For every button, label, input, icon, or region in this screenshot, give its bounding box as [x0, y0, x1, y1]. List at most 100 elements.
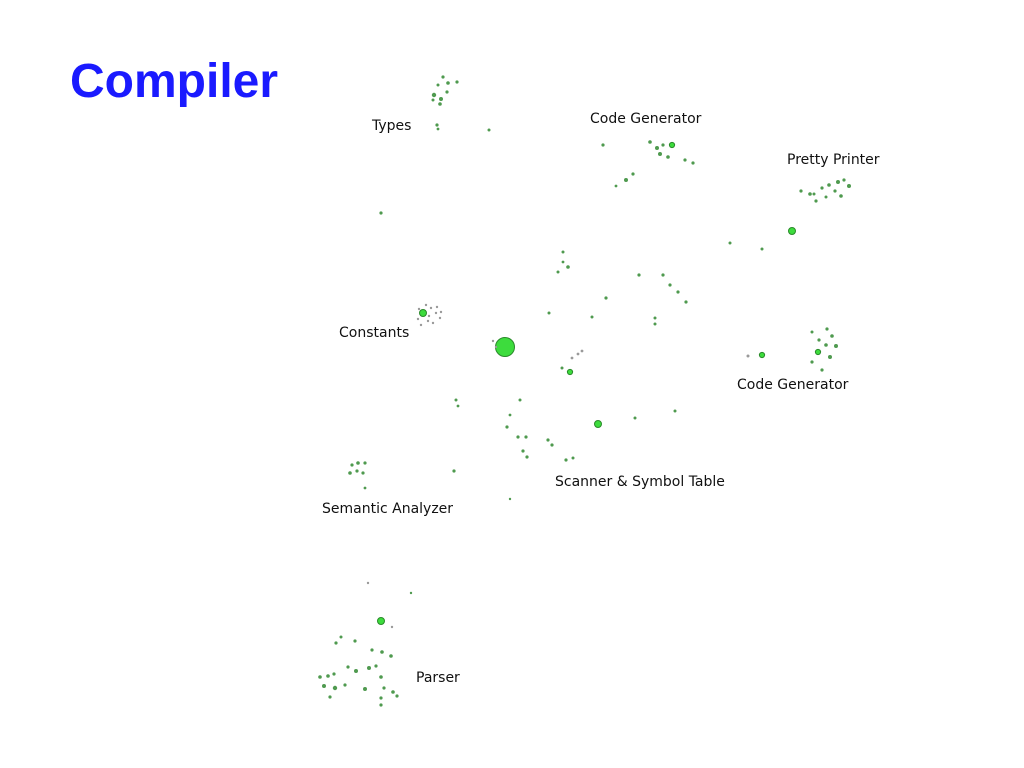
graph-node — [673, 409, 677, 413]
graph-node — [374, 664, 378, 668]
graph-node — [326, 674, 330, 678]
graph-node — [637, 273, 641, 277]
graph-node — [661, 143, 665, 147]
graph-node — [379, 211, 383, 215]
graph-node — [760, 247, 764, 251]
graph-node — [547, 311, 551, 315]
graph-node — [561, 260, 565, 264]
slide-title: Compiler — [70, 55, 279, 108]
graph-node — [810, 360, 814, 364]
graph-node — [661, 273, 665, 277]
graph-node — [495, 337, 515, 357]
graph-node — [346, 665, 350, 669]
graph-node — [648, 140, 652, 144]
graph-node — [446, 81, 450, 85]
graph-node — [820, 368, 824, 372]
graph-node — [812, 192, 816, 196]
graph-node — [379, 675, 383, 679]
graph-node — [580, 349, 584, 353]
graph-node — [348, 471, 352, 475]
graph-node — [546, 438, 550, 442]
graph-node — [668, 141, 676, 149]
graph-node — [614, 184, 618, 188]
graph-node — [363, 461, 367, 465]
graph-node — [653, 316, 657, 320]
graph-node — [439, 310, 443, 314]
graph-node — [426, 319, 430, 323]
graph-node — [814, 348, 822, 356]
graph-node — [571, 456, 575, 460]
graph-node — [817, 338, 821, 342]
graph-node — [576, 352, 580, 356]
graph-node — [431, 98, 435, 102]
graph-node — [808, 192, 812, 196]
graph-node — [431, 321, 435, 325]
graph-node — [429, 306, 433, 310]
graph-node — [318, 675, 322, 679]
graph-node — [366, 581, 370, 585]
graph-node — [455, 80, 459, 84]
graph-node — [416, 317, 420, 321]
graph-node — [487, 128, 491, 132]
graph-node — [438, 316, 442, 320]
graph-node — [438, 102, 442, 106]
label-code-generator-top: Code Generator — [590, 111, 702, 127]
graph-node — [355, 469, 359, 473]
graph-node — [830, 334, 834, 338]
graph-node — [354, 669, 358, 673]
graph-node — [676, 290, 680, 294]
graph-node — [820, 186, 824, 190]
graph-node — [343, 683, 347, 687]
graph-node — [379, 703, 383, 707]
label-constants: Constants — [339, 325, 409, 341]
graph-node — [814, 199, 818, 203]
graph-node — [435, 305, 439, 309]
graph-node — [382, 686, 386, 690]
graph-node — [424, 303, 428, 307]
diagram-labels: Types Code Generator Pretty Printer Cons… — [322, 111, 880, 686]
graph-node — [824, 343, 828, 347]
graph-node — [666, 155, 670, 159]
graph-node — [454, 398, 458, 402]
graph-node — [847, 184, 851, 188]
graph-node — [353, 639, 357, 643]
graph-node — [561, 250, 565, 254]
graph-node — [570, 356, 574, 360]
graph-node — [653, 322, 657, 326]
graph-node — [436, 83, 440, 87]
diagram-nodes — [318, 75, 851, 707]
graph-node — [445, 90, 449, 94]
graph-node — [370, 648, 374, 652]
graph-node — [655, 146, 659, 150]
graph-node — [419, 309, 427, 317]
graph-node — [836, 180, 840, 184]
graph-node — [363, 687, 367, 691]
graph-node — [566, 368, 574, 376]
graph-node — [524, 435, 528, 439]
graph-node — [521, 449, 525, 453]
graph-node — [728, 241, 732, 245]
graph-node — [441, 75, 445, 79]
graph-node — [556, 270, 560, 274]
graph-node — [842, 178, 846, 182]
graph-node — [839, 194, 843, 198]
graph-node — [491, 339, 495, 343]
graph-node — [452, 469, 456, 473]
graph-node — [827, 183, 831, 187]
graph-node — [758, 351, 766, 359]
graph-node — [456, 404, 460, 408]
graph-node — [550, 443, 554, 447]
graph-node — [590, 315, 594, 319]
graph-node — [518, 398, 522, 402]
graph-node — [419, 323, 423, 327]
graph-node — [328, 695, 332, 699]
graph-node — [439, 97, 443, 101]
graph-node — [339, 635, 343, 639]
graph-node — [824, 195, 828, 199]
graph-node — [334, 641, 338, 645]
graph-node — [516, 435, 520, 439]
graph-node — [390, 625, 394, 629]
graph-node — [525, 455, 529, 459]
graph-node — [658, 152, 662, 156]
